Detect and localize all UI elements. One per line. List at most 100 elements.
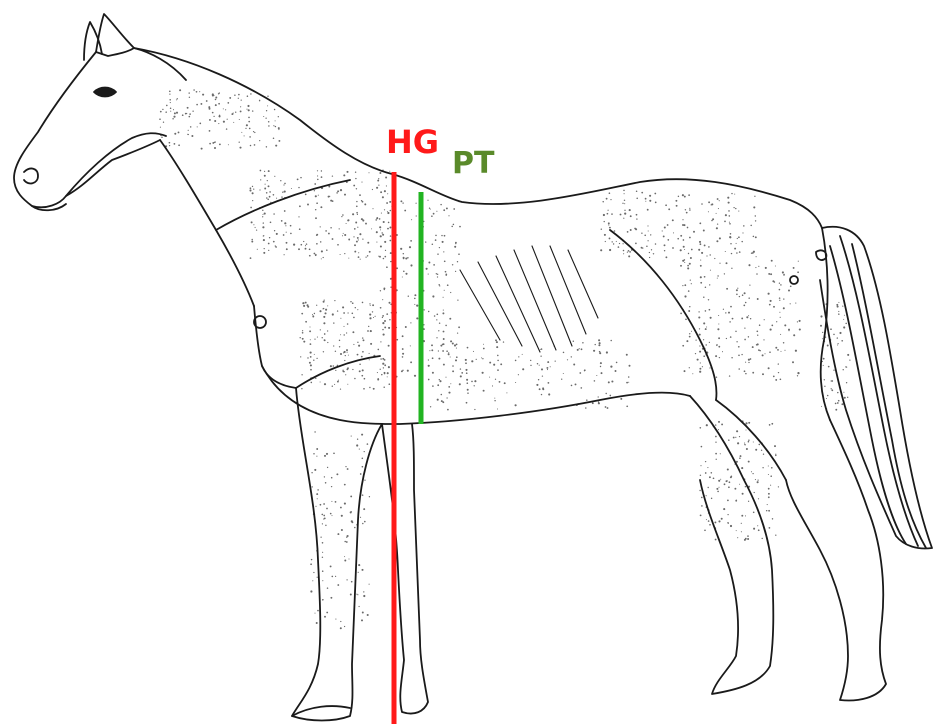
stipple-dot — [754, 492, 755, 493]
stipple-dot — [353, 344, 354, 345]
stipple-dot — [729, 321, 731, 323]
stipple-dot — [745, 362, 746, 363]
stipple-dot — [827, 395, 829, 397]
stipple-dot — [726, 262, 728, 264]
stipple-dot — [465, 369, 467, 371]
stipple-dot — [368, 326, 369, 327]
stipple-dot — [769, 424, 771, 426]
stipple-dot — [608, 225, 609, 226]
stipple-dot — [716, 227, 718, 229]
stipple-dot — [274, 230, 275, 231]
stipple-dot — [368, 172, 369, 173]
stipple-dot — [757, 525, 758, 526]
stipple-dot — [779, 297, 781, 299]
stipple-dot — [752, 346, 754, 348]
stipple-dot — [317, 610, 319, 612]
stipple-dot — [626, 382, 628, 384]
stipple-dot — [684, 284, 686, 286]
stipple-dot — [429, 350, 430, 351]
stipple-dot — [251, 239, 253, 241]
stipple-dot — [432, 244, 434, 246]
stipple-dot — [361, 434, 363, 436]
stipple-dot — [357, 237, 359, 239]
stipple-dot — [645, 201, 646, 202]
stipple-dot — [783, 342, 785, 344]
stipple-dot — [369, 251, 371, 253]
stipple-dot — [337, 244, 339, 246]
stipple-dot — [700, 243, 702, 245]
stipple-dot — [239, 147, 241, 149]
stipple-dot — [753, 236, 755, 238]
stipple-dot — [700, 260, 701, 261]
stipple-dot — [340, 254, 341, 255]
stipple-dot — [797, 375, 798, 376]
stipple-dot — [307, 204, 309, 206]
stipple-dot — [704, 244, 706, 246]
stipple-dot — [655, 202, 657, 204]
stipple-dot — [648, 230, 649, 231]
stipple-dot — [833, 334, 835, 336]
stipple-dot — [240, 106, 241, 107]
stipple-dot — [330, 513, 332, 515]
stipple-dot — [250, 93, 251, 94]
stipple-dot — [482, 358, 483, 359]
stipple-dot — [705, 472, 707, 474]
stipple-dot — [448, 215, 449, 216]
stipple-dot — [176, 112, 178, 114]
stipple-dot — [598, 396, 599, 397]
stipple-dot — [707, 467, 708, 468]
stipple-dot — [377, 372, 378, 373]
stipple-dot — [188, 130, 189, 131]
stipple-dot — [699, 368, 701, 370]
stipple-dot — [343, 352, 344, 353]
stipple-dot — [453, 224, 455, 226]
stipple-dot — [317, 337, 318, 338]
stipple-dot — [689, 209, 691, 211]
stipple-dot — [354, 378, 356, 380]
stipple-dot — [736, 289, 738, 291]
stipple-dot — [443, 364, 445, 366]
stipple-dot — [592, 402, 594, 404]
stipple-dot — [303, 341, 305, 343]
stipple-dot — [330, 597, 332, 599]
stipple-dot — [728, 312, 730, 314]
stipple-dot — [797, 372, 799, 374]
stipple-dot — [333, 345, 334, 346]
stipple-dot — [700, 427, 702, 429]
stipple-dot — [342, 306, 344, 308]
stipple-dot — [745, 515, 746, 516]
stipple-dot — [361, 218, 363, 220]
stipple-dot — [323, 257, 324, 258]
stipple-dot — [414, 375, 416, 377]
stipple-dot — [636, 191, 638, 193]
stipple-dot — [466, 402, 468, 404]
stipple-dot — [384, 190, 386, 192]
stipple-dot — [705, 461, 706, 462]
stipple-dot — [729, 223, 731, 225]
horse-outline — [14, 14, 932, 721]
stipple-dot — [718, 487, 719, 488]
stipple-dot — [758, 266, 759, 267]
stipple-dot — [642, 247, 643, 248]
stipple-dot — [248, 117, 250, 119]
stipple-dot — [646, 246, 648, 248]
stipple-dot — [318, 195, 319, 196]
stipple-dot — [442, 401, 444, 403]
stipple-dot — [620, 398, 622, 400]
stipple-dot — [320, 504, 322, 506]
stipple-dot — [518, 356, 519, 357]
stipple-dot — [618, 246, 620, 248]
stipple-dot — [291, 188, 292, 189]
stipple-dot — [338, 380, 339, 381]
stipple-dot — [497, 360, 499, 362]
stipple-dot — [689, 336, 691, 338]
stipple-dot — [337, 584, 339, 586]
stipple-dot — [162, 109, 163, 110]
stipple-dot — [199, 91, 200, 92]
stipple-dot — [215, 141, 216, 142]
stipple-dot — [364, 378, 366, 380]
stipple-dot — [719, 357, 720, 358]
stipple-dot — [438, 284, 440, 286]
stipple-dot — [259, 140, 260, 141]
stipple-dot — [215, 97, 217, 99]
